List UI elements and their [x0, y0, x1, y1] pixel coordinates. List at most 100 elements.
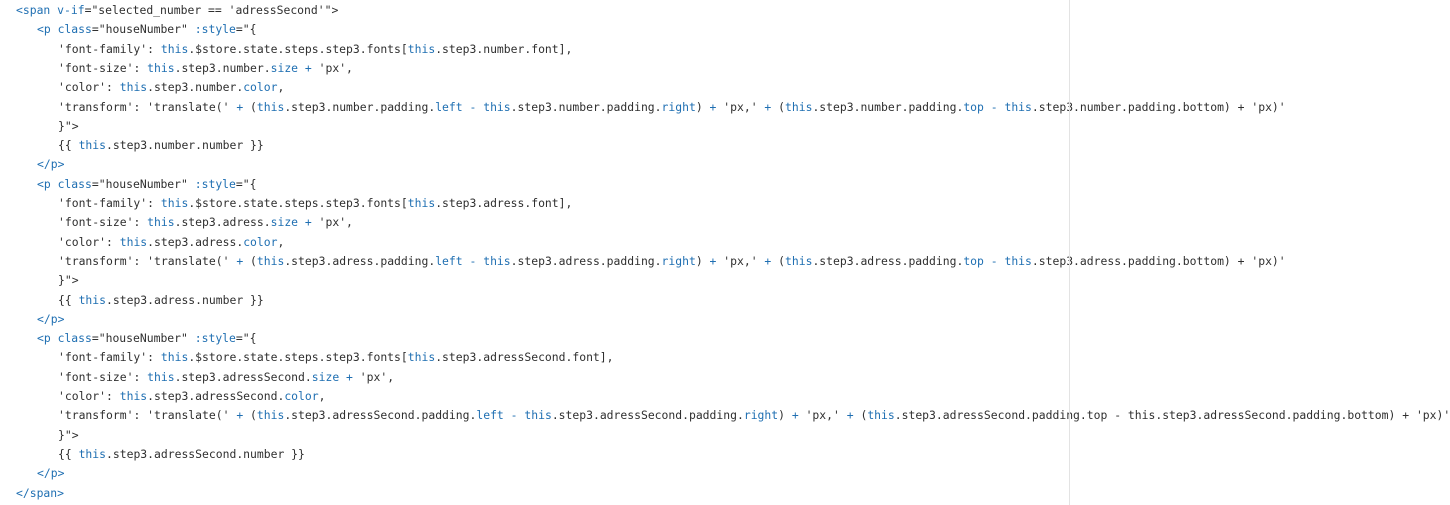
- code-token: +: [764, 99, 772, 114]
- code-token: .step3.adress.padding.: [812, 253, 964, 268]
- code-token: 'px,': [798, 408, 847, 423]
- code-token: this: [78, 292, 107, 307]
- code-token: ="selected_number == 'adressSecond'">: [84, 3, 339, 17]
- code-line: {{ this.step3.adress.number }}: [58, 291, 264, 310]
- code-token: .step3.adress.: [174, 215, 271, 230]
- code-line: 'color': this.step3.number.color,: [58, 78, 284, 97]
- code-token: 'transform': [58, 408, 134, 423]
- code-token: :: [147, 41, 161, 56]
- code-token: class: [57, 331, 92, 346]
- code-token: class: [57, 176, 92, 191]
- code-token: <p: [37, 331, 58, 346]
- code-token: this: [785, 253, 813, 268]
- code-token: .step3.number.: [147, 80, 244, 95]
- code-token: top: [963, 99, 984, 114]
- code-token: 'color': [58, 389, 107, 403]
- code-token: <p: [37, 22, 58, 37]
- code-token: +: [709, 253, 717, 268]
- code-token: size: [270, 60, 299, 75]
- code-token: 'font-family': [58, 350, 148, 365]
- code-token: ="houseNumber": [91, 176, 195, 191]
- code-line: }">: [58, 117, 79, 136]
- code-token: this: [119, 234, 148, 249]
- code-token: this: [119, 80, 148, 95]
- code-token: v-if: [57, 3, 85, 17]
- code-token: 'transform': [58, 99, 134, 114]
- code-token: }">: [58, 118, 79, 133]
- code-token: ="{: [235, 22, 257, 37]
- code-token: : 'translate(': [133, 253, 237, 268]
- code-token: this: [1004, 99, 1032, 114]
- code-token: (: [243, 99, 257, 114]
- code-token: this: [256, 253, 285, 268]
- code-line: 'font-size': this.step3.adress.size + 'p…: [58, 213, 353, 232]
- code-token: this: [785, 99, 813, 114]
- code-token: this: [1004, 253, 1032, 268]
- code-line: <p class="houseNumber" :style="{: [37, 175, 256, 194]
- code-line: </p>: [37, 464, 64, 483]
- code-token: this: [147, 60, 175, 75]
- code-token: :: [133, 215, 148, 230]
- code-token: ): [695, 253, 710, 268]
- code-token: -: [469, 253, 477, 268]
- code-token: :: [106, 80, 120, 95]
- code-token: .step3.adress.padding.bottom) + 'px)': [1031, 253, 1286, 268]
- code-token: ): [778, 408, 792, 423]
- code-token: [463, 100, 470, 114]
- code-token: .step3.adressSecond.font],: [435, 350, 614, 365]
- code-token: .step3.number.padding.bottom) + 'px)': [1031, 99, 1286, 114]
- code-token: 'font-family': [58, 196, 148, 210]
- code-token: +: [236, 253, 244, 268]
- code-token: ="houseNumber": [91, 22, 195, 37]
- code-token: 'font-size': [58, 60, 134, 75]
- code-token: {{: [58, 138, 79, 153]
- code-token: : 'translate(': [133, 99, 237, 114]
- code-token: 'transform': [58, 253, 134, 268]
- code-token: <p: [37, 176, 58, 191]
- code-token: [504, 408, 511, 422]
- code-token: .step3.number.padding.: [510, 99, 662, 114]
- code-token: (: [771, 99, 785, 114]
- code-token: }">: [58, 427, 79, 442]
- code-line: </p>: [37, 155, 64, 174]
- code-token: .step3.adressSecond.: [174, 369, 312, 384]
- code-token: 'color': [58, 234, 107, 249]
- code-token: this: [160, 196, 189, 210]
- code-token: this: [407, 196, 436, 210]
- code-token: (: [853, 408, 868, 423]
- code-token: :style: [194, 331, 236, 346]
- code-token: (: [243, 408, 257, 423]
- code-line: 'color': this.step3.adress.color,: [58, 233, 284, 252]
- code-line: 'transform': 'translate(' + (this.step3.…: [58, 252, 1286, 271]
- code-token: +: [236, 99, 244, 114]
- code-token: : 'translate(': [133, 408, 237, 423]
- code-token: +: [346, 369, 353, 384]
- code-line: 'font-size': this.step3.adressSecond.siz…: [58, 368, 394, 387]
- code-token: 'px',: [311, 215, 353, 230]
- code-token: </p>: [37, 311, 65, 326]
- code-token: 'px',: [352, 369, 395, 384]
- code-token: :: [147, 196, 161, 210]
- code-token: left: [476, 408, 504, 423]
- code-token: +: [304, 215, 312, 230]
- code-token: (: [243, 253, 257, 268]
- code-token: :: [147, 350, 161, 365]
- code-token: :: [133, 369, 148, 384]
- code-token: ,: [277, 234, 285, 249]
- code-token: {{: [58, 446, 79, 461]
- code-token: :: [106, 234, 120, 249]
- code-token: .step3.adress.: [147, 234, 244, 249]
- code-token: this: [160, 350, 189, 365]
- code-token: +: [236, 408, 244, 423]
- code-token: .$store.state.steps.step3.fonts[: [188, 350, 408, 365]
- code-token: .step3.adressSecond.padding.: [284, 408, 477, 423]
- code-token: this: [407, 41, 436, 56]
- code-token: .step3.adress.font],: [435, 196, 573, 210]
- code-token: this: [78, 138, 107, 153]
- code-token: :style: [194, 22, 236, 37]
- code-token: :: [133, 60, 148, 75]
- code-token: this: [524, 408, 552, 423]
- code-token: this: [147, 215, 175, 230]
- code-line: <span v-if="selected_number == 'adressSe…: [16, 1, 338, 20]
